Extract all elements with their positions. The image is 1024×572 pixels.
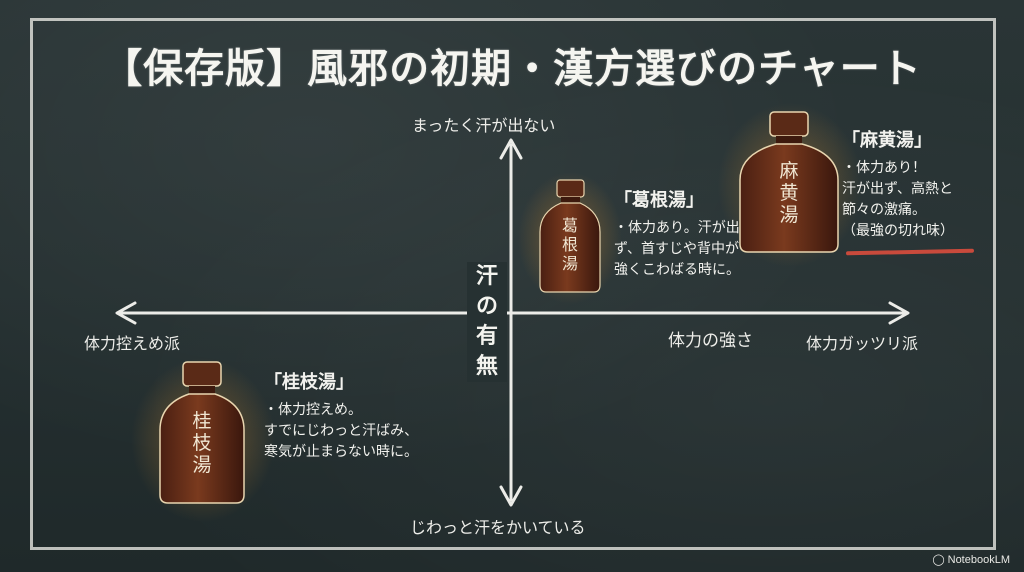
center-char: の	[475, 294, 498, 319]
brand-mark: ◯NotebookLM	[932, 553, 1010, 566]
horizontal-axis-left-label: 体力控えめ派	[84, 334, 181, 353]
card-keishi: 「桂枝湯」 ・体力控えめ。 すでにじわっと汗ばみ、 寒気が止まらない時に。	[264, 368, 418, 463]
arrow-down	[499, 485, 523, 507]
center-char: 無	[475, 354, 498, 379]
bottle-mao-label: 麻 黄 湯	[779, 160, 799, 226]
card-kakkon-line: 強くこわばる時に。	[614, 262, 740, 278]
center-axis-label: 汗 の 有 無	[467, 262, 507, 382]
page-title: 【保存版】風邪の初期・漢方選びのチャート	[102, 46, 922, 92]
horizontal-axis-mid-label: 体力の強さ	[668, 331, 753, 351]
bottle-kakkon-shape	[539, 179, 601, 293]
card-mao-line: 節々の激痛。	[842, 202, 926, 218]
arrow-right	[888, 301, 910, 325]
card-keishi-line: ・体力控えめ。	[264, 402, 362, 418]
horizontal-axis-right-label: 体力ガッツリ派	[806, 334, 919, 353]
card-mao-name: 「麻黄湯」	[842, 130, 932, 151]
center-char: 有	[475, 324, 498, 349]
card-kakkon-line: ず、首すじや背中が	[614, 241, 740, 257]
vertical-axis-top-label: まったく汗が出ない	[412, 116, 556, 135]
chalk-frame	[30, 18, 996, 550]
card-mao-line: 汗が出ず、高熱と	[842, 181, 954, 197]
card-kakkon: 「葛根湯」 ・体力あり。汗が出 ず、首すじや背中が 強くこわばる時に。	[614, 186, 740, 281]
arrow-left	[115, 301, 137, 325]
notebooklm-logo-icon: ◯	[932, 554, 945, 566]
bottle-keishi-shape	[159, 361, 245, 504]
card-keishi-line: すでにじわっと汗ばみ、	[264, 423, 419, 439]
card-keishi-name: 「桂枝湯」	[264, 372, 354, 393]
bottle-mao-shape	[739, 111, 839, 253]
bottle-kakkon-label: 葛 根 湯	[561, 216, 578, 273]
card-mao-line: （最強の切れ味）	[842, 223, 954, 239]
vertical-axis-bottom-label: じわっと汗をかいている	[410, 518, 586, 537]
card-keishi-line: 寒気が止まらない時に。	[264, 444, 418, 460]
card-mao: 「麻黄湯」 ・体力あり！ 汗が出ず、高熱と 節々の激痛。 （最強の切れ味）	[842, 126, 954, 242]
card-kakkon-name: 「葛根湯」	[614, 190, 704, 211]
arrow-up	[499, 138, 523, 160]
card-kakkon-line: ・体力あり。汗が出	[614, 220, 740, 236]
bottle-keishi-label: 桂 枝 湯	[192, 410, 212, 476]
brand-label: NotebookLM	[947, 554, 1010, 566]
card-mao-line: ・体力あり！	[842, 160, 926, 176]
center-char: 汗	[475, 264, 498, 289]
